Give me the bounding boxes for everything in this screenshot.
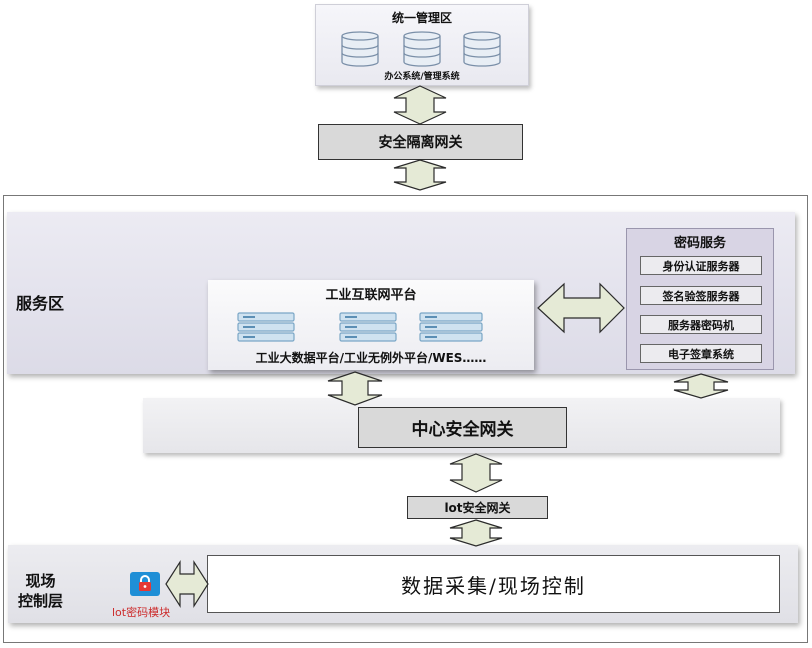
network-frame (3, 195, 808, 643)
double-arrow-icon (449, 453, 503, 493)
database-icon (463, 31, 501, 67)
management-zone-subtitle: 办公系统/管理系统 (384, 72, 460, 82)
industrial-platform: 工业互联网平台 工业大数据平台/工业无例外平台/WES…… (208, 280, 534, 370)
double-arrow-icon (393, 159, 447, 191)
lock-icon (130, 572, 160, 596)
data-collection-box: 数据采集/现场控制 (207, 555, 780, 613)
crypto-service-panel: 密码服务 身份认证服务器 签名验签服务器 服务器密码机 电子签章系统 (626, 228, 774, 370)
double-arrow-icon (165, 559, 209, 609)
platform-title: 工业互联网平台 (325, 288, 417, 303)
double-arrow-icon (673, 373, 729, 399)
management-zone-title: 统一管理区 (391, 11, 452, 25)
isolation-gateway: 安全隔离网关 (318, 124, 523, 160)
database-icon (403, 31, 441, 67)
field-layer-label-line2: 控制层 (18, 592, 64, 610)
server-rack-icon (419, 312, 483, 342)
double-arrow-icon (327, 371, 383, 406)
field-layer-label: 现场 控制层 (18, 571, 63, 611)
crypto-item: 身份认证服务器 (640, 256, 762, 275)
double-arrow-icon (449, 519, 503, 547)
double-arrow-icon (537, 282, 625, 334)
management-zone: 统一管理区 办公系统/管理系统 (315, 4, 529, 86)
crypto-item: 服务器密码机 (640, 315, 762, 334)
field-layer-label-line1: 现场 (25, 572, 56, 590)
server-rack-icon (339, 312, 397, 342)
database-icon (341, 31, 379, 67)
double-arrow-icon (393, 85, 447, 125)
iot-crypto-module-label: lot密码模块 (112, 606, 171, 619)
crypto-item: 电子签章系统 (640, 344, 762, 363)
server-rack-icon (237, 312, 295, 342)
service-zone-label: 服务区 (16, 294, 65, 313)
iot-gateway: lot安全网关 (407, 496, 548, 519)
central-gateway: 中心安全网关 (358, 407, 567, 448)
crypto-item: 签名验签服务器 (640, 286, 762, 305)
crypto-service-title: 密码服务 (673, 236, 726, 251)
platform-subtitle: 工业大数据平台/工业无例外平台/WES…… (255, 351, 487, 365)
